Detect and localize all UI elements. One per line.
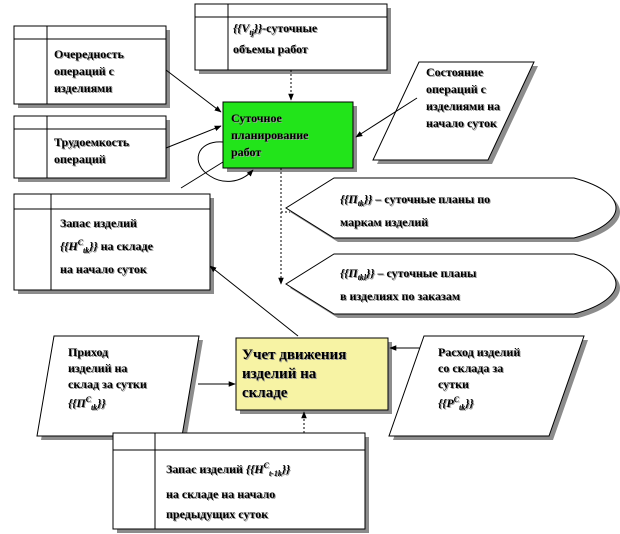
movement-accounting-process <box>235 337 389 411</box>
daily-volumes-label: {{Vtj}}-суточные объемы работ <box>233 21 318 56</box>
operations-state-io <box>372 61 535 161</box>
plan-by-order-label: {{Пtkl}} – суточные планы в изделиях по … <box>340 266 477 303</box>
stock-previous-label: Запас изделий {{HCt-1k}} на складе на на… <box>166 461 291 521</box>
plan-by-order-display <box>285 253 617 315</box>
stock-start-store <box>13 193 211 291</box>
expense-label: Расход изделий со склада за сутки {{PCtk… <box>438 345 521 412</box>
labor-intensity-store <box>13 115 167 179</box>
operations-state-label: Состояние операций с изделиями на начало… <box>426 65 501 130</box>
daily-planning-label: Суточное планирование работ <box>231 111 309 159</box>
connectors <box>165 69 420 433</box>
shapes <box>13 3 617 530</box>
labor-intensity-label: Трудоемкость операций <box>54 135 130 166</box>
plan-by-brand-display <box>285 177 617 239</box>
operation-order-label: Очередность операций с изделиями <box>54 47 124 95</box>
daily-planning-process <box>222 101 354 169</box>
store-dividers <box>14 4 387 529</box>
stock-start-label: Запас изделий {{HCtk}} на складе на нача… <box>60 216 153 276</box>
plan-by-brand-label: {{Пtk}} – суточные планы по маркам издел… <box>340 192 491 229</box>
movement-accounting-label: Учет движения изделий на складе <box>242 347 347 401</box>
income-label: Приход изделий на склад за сутки {{ПCtk}… <box>68 345 147 412</box>
expense-io <box>388 335 585 437</box>
